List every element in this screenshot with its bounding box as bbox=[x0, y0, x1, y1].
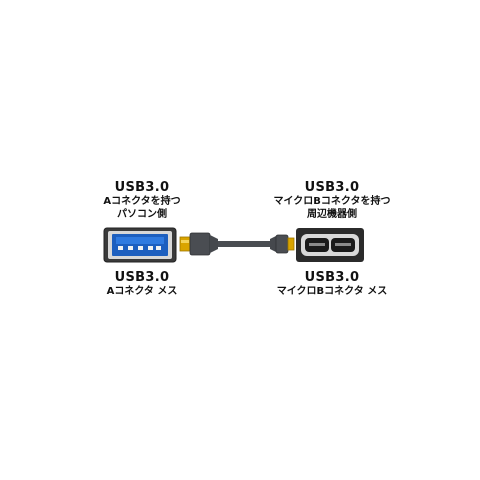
left-top-line-3: パソコン側 bbox=[117, 208, 167, 220]
right-top-line-2: マイクロBコネクタを持つ bbox=[273, 196, 391, 208]
right-bottom-line-2: マイクロBコネクタ メス bbox=[276, 286, 388, 298]
left-bottom-line-1: USB3.0 bbox=[114, 270, 170, 285]
right-top-label: USB3.0 マイクロBコネクタを持つ 周辺機器側 bbox=[264, 180, 400, 221]
left-top-line-1: USB3.0 bbox=[114, 180, 170, 195]
left-bottom-line-2: Aコネクタ メス bbox=[106, 286, 178, 298]
right-bottom-label: USB3.0 マイクロBコネクタ メス bbox=[264, 270, 400, 299]
left-top-line-2: Aコネクタを持つ bbox=[103, 196, 181, 208]
left-bottom-label: USB3.0 Aコネクタ メス bbox=[84, 270, 200, 299]
right-top-line-1: USB3.0 bbox=[304, 180, 360, 195]
left-top-label: USB3.0 Aコネクタを持つ パソコン側 bbox=[84, 180, 200, 221]
right-bottom-line-1: USB3.0 bbox=[304, 270, 360, 285]
right-top-line-3: 周辺機器側 bbox=[307, 208, 357, 220]
micro-b-female-port-icon bbox=[296, 228, 364, 262]
usb-a-gold-plug-icon bbox=[179, 232, 218, 256]
usb-cable-icon bbox=[218, 241, 270, 247]
micro-b-gold-plug-icon bbox=[270, 234, 295, 254]
usb-a-female-port-icon bbox=[103, 227, 177, 263]
